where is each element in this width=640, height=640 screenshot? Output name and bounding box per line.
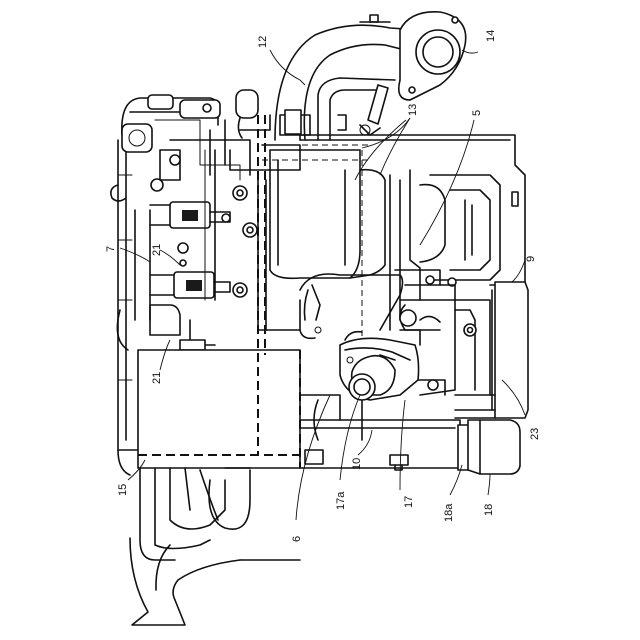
label-17: 17: [403, 496, 415, 508]
label-23: 23: [529, 428, 541, 440]
exhaust-pipes: [118, 450, 300, 625]
label-14: 14: [485, 30, 497, 42]
label-21-lower: 21: [151, 372, 163, 384]
label-10: 10: [351, 458, 363, 470]
label-17a: 17a: [335, 491, 347, 510]
label-21-upper: 21: [151, 244, 163, 256]
lower-plate-10: [300, 395, 460, 470]
label-13: 13: [407, 104, 419, 116]
starter-motor-17: [340, 310, 420, 400]
intake-duct-12: [275, 12, 466, 140]
label-6: 6: [291, 536, 303, 542]
label-9: 9: [525, 256, 537, 262]
label-7: 7: [105, 246, 117, 252]
label-18: 18: [483, 504, 495, 516]
canister-18: [458, 420, 520, 474]
label-12: 12: [257, 36, 269, 48]
label-15: 15: [117, 484, 129, 496]
label-5: 5: [471, 110, 483, 116]
label-18a: 18a: [443, 503, 455, 522]
